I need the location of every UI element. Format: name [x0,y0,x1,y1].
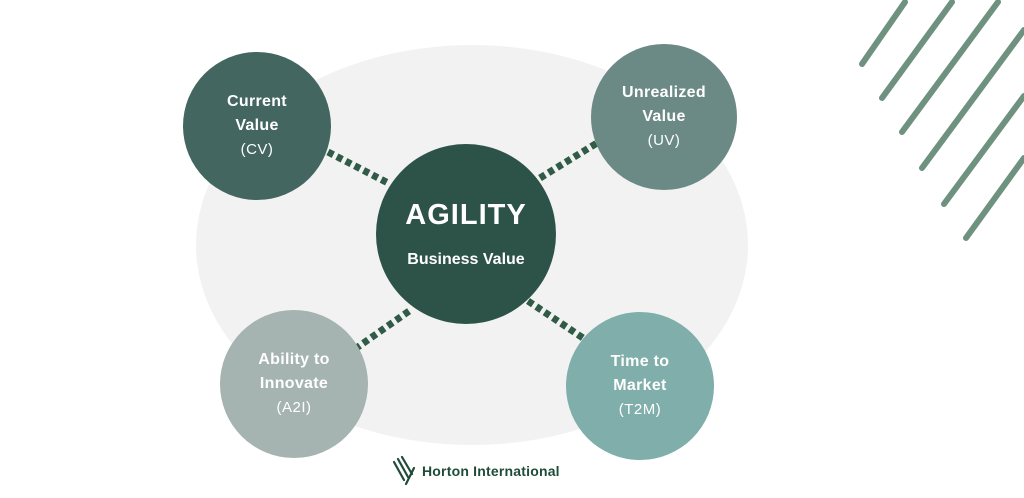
node-line1: Unrealized [622,84,706,101]
ability-to-innovate-node: Ability to Innovate (A2I) [220,310,368,458]
company-name: Horton International [422,463,560,479]
node-line2: Market [613,377,667,394]
node-line2: Innovate [259,375,329,392]
horton-leaf-logo-icon [392,456,416,486]
time-to-market-node: Time to Market (T2M) [566,312,714,460]
decorative-stripes [859,0,1024,241]
center-title: AGILITY [405,199,527,231]
connector-uv [538,140,599,181]
center-subtitle: Business Value [407,251,525,268]
connector-cv [326,148,390,187]
node-line2: Value [235,117,279,134]
connector-a2i [352,306,415,352]
node-line1: Ability to [258,351,330,368]
connectors [326,140,599,352]
unrealized-value-node: Unrealized Value (UV) [591,44,737,190]
current-value-node: Current Value (CV) [183,52,331,200]
node-line1: Time to [610,353,670,370]
node-abbr: (CV) [240,141,274,158]
connector-t2m [526,298,585,341]
node-abbr: (T2M) [618,401,662,418]
node-abbr: (UV) [647,132,681,149]
agility-center-node: AGILITY Business Value [376,144,556,324]
node-line1: Current [227,93,287,110]
node-line2: Value [642,108,686,125]
node-abbr: (A2I) [276,399,312,416]
footer-brand: Horton International [392,455,560,487]
